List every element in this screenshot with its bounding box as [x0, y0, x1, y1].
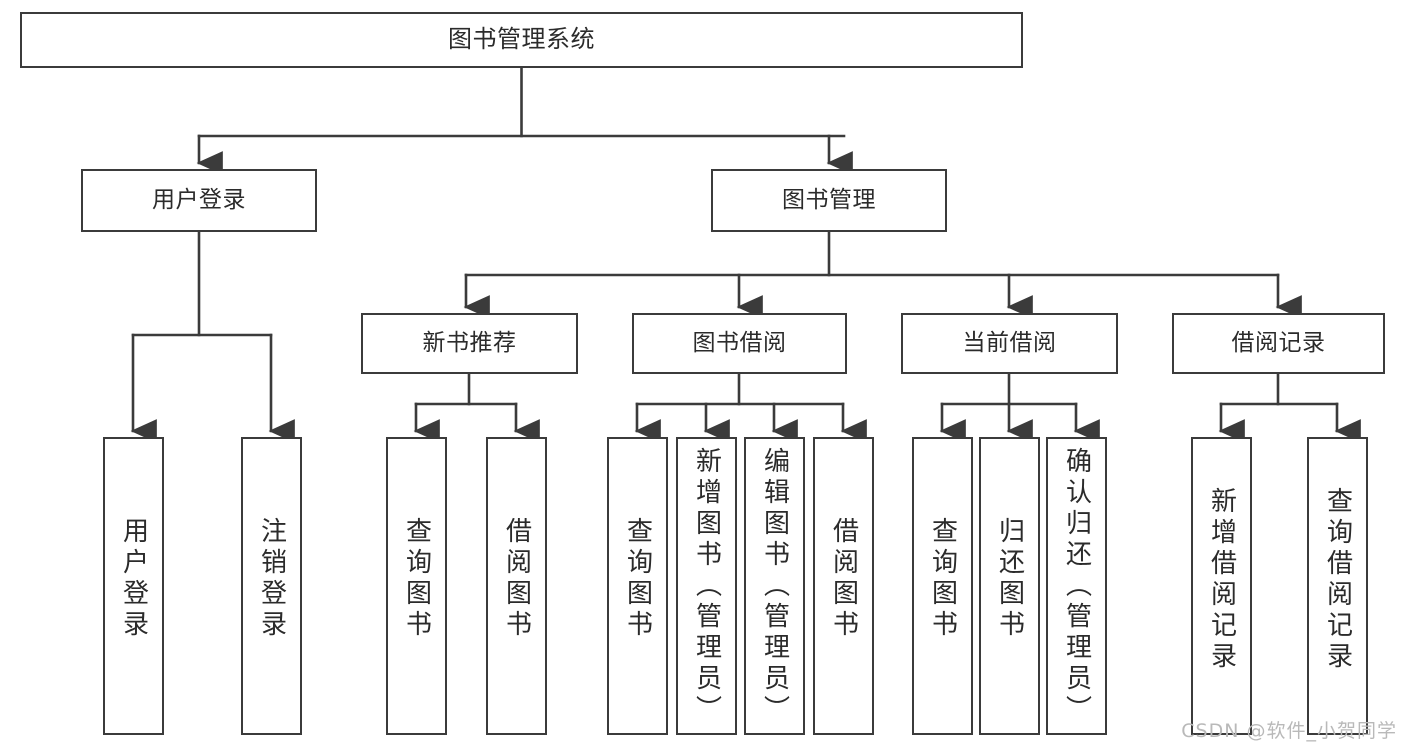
node-leaf-borrow-book-recommendation[interactable]: 借阅图书: [486, 437, 547, 735]
node-label: 查询图书: [622, 517, 653, 641]
node-label: 借阅记录: [1231, 330, 1326, 357]
node-label: 归还图书: [994, 517, 1025, 641]
node-borrow-record[interactable]: 借阅记录: [1172, 313, 1385, 374]
node-label: 借阅图书: [828, 517, 859, 641]
node-leaf-query-book-current[interactable]: 查询图书: [912, 437, 973, 735]
csdn-watermark: CSDN @软件_小贺同学: [1181, 720, 1397, 742]
node-label: 查询图书: [401, 517, 432, 641]
node-user-login[interactable]: 用户登录: [81, 169, 317, 232]
node-label: 查询图书: [927, 517, 958, 641]
node-label: 用户登录: [118, 517, 149, 641]
node-leaf-edit-book-admin[interactable]: 编辑图书（管理员）: [744, 437, 805, 735]
node-label: 图书管理: [782, 187, 876, 214]
node-leaf-query-borrow-record[interactable]: 查询借阅记录: [1307, 437, 1368, 735]
node-label: 图书管理系统: [448, 25, 595, 54]
node-label: 新增图书（管理员）: [691, 447, 722, 726]
node-label: 确认归还（管理员）: [1061, 447, 1092, 726]
node-leaf-add-borrow-record[interactable]: 新增借阅记录: [1191, 437, 1252, 735]
node-label: 新增借阅记录: [1206, 487, 1237, 673]
node-leaf-query-book-recommendation[interactable]: 查询图书: [386, 437, 447, 735]
node-book-management[interactable]: 图书管理: [711, 169, 947, 232]
node-label: 借阅图书: [501, 517, 532, 641]
node-label: 用户登录: [152, 187, 246, 214]
node-label: 编辑图书（管理员）: [759, 447, 790, 726]
node-leaf-add-book-admin[interactable]: 新增图书（管理员）: [676, 437, 737, 735]
node-leaf-logout-login[interactable]: 注销登录: [241, 437, 302, 735]
node-current-borrow[interactable]: 当前借阅: [901, 313, 1118, 374]
node-label: 查询借阅记录: [1322, 487, 1353, 673]
node-leaf-confirm-return-admin[interactable]: 确认归还（管理员）: [1046, 437, 1107, 735]
node-label: 注销登录: [256, 517, 287, 641]
node-label: 图书借阅: [692, 330, 787, 357]
node-leaf-return-book[interactable]: 归还图书: [979, 437, 1040, 735]
node-root-book-management-system[interactable]: 图书管理系统: [20, 12, 1023, 68]
node-label: 当前借阅: [962, 330, 1057, 357]
node-book-borrow[interactable]: 图书借阅: [632, 313, 847, 374]
node-leaf-borrow-book-borrow[interactable]: 借阅图书: [813, 437, 874, 735]
node-new-book-recommendation[interactable]: 新书推荐: [361, 313, 578, 374]
node-leaf-query-book-borrow[interactable]: 查询图书: [607, 437, 668, 735]
node-label: 新书推荐: [422, 330, 517, 357]
node-leaf-user-login[interactable]: 用户登录: [103, 437, 164, 735]
